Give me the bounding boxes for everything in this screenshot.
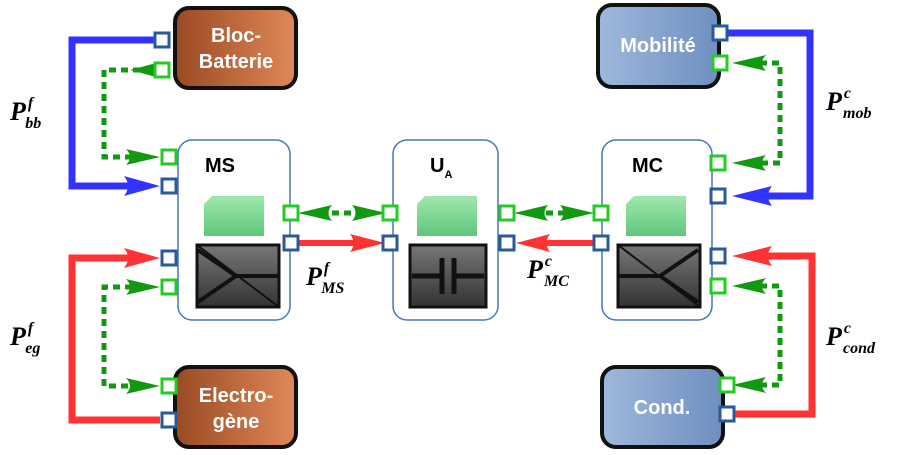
mc-dc-dc-icon bbox=[616, 243, 702, 309]
electrogene-label-line1: Electro- bbox=[199, 385, 273, 407]
mc-ua-control-port bbox=[592, 204, 610, 222]
ua-mc-energy-port bbox=[498, 234, 516, 252]
flow-lines bbox=[68, 29, 816, 424]
cond-energy-arrow bbox=[732, 246, 772, 266]
bb-energy-arrow bbox=[124, 176, 160, 196]
ua-mc-control-port bbox=[498, 204, 516, 222]
ms-bb-control-port bbox=[160, 148, 178, 166]
electrogene-label-line2: gène bbox=[213, 411, 260, 433]
cond-control-arrow-top bbox=[732, 278, 766, 294]
mobilite-label: Mobilité bbox=[620, 35, 696, 57]
ua-label-main: U bbox=[430, 155, 444, 177]
bloc-batterie-source: Bloc- Batterie bbox=[173, 6, 298, 90]
capacitor-icon bbox=[408, 243, 488, 309]
cond-source: Cond. bbox=[600, 365, 725, 449]
mob-energy-port bbox=[711, 24, 729, 42]
bb-control-arrow-bottom bbox=[126, 149, 160, 165]
mob-energy-line bbox=[728, 29, 814, 200]
ua-chip-icon bbox=[417, 196, 477, 236]
mob-energy-arrow bbox=[732, 186, 772, 206]
ms-ua-control-arrow-left bbox=[298, 205, 332, 221]
ua-ms-control-port bbox=[381, 204, 399, 222]
mc-label: MC bbox=[632, 155, 663, 177]
bb-energy-port bbox=[153, 31, 171, 49]
ua-ms-energy-port bbox=[381, 234, 399, 252]
bloc-batterie-label-line2: Batterie bbox=[199, 51, 273, 73]
ms-ua-control-port bbox=[282, 204, 300, 222]
ms-dc-dc-icon bbox=[195, 243, 281, 309]
ms-converter: MS bbox=[177, 139, 291, 321]
ports bbox=[153, 24, 736, 429]
cond-control-arrow-bottom bbox=[732, 377, 766, 393]
ua-mc-control-arrow-right bbox=[560, 205, 594, 221]
electrogene-source: Electro- gène bbox=[173, 365, 298, 449]
ms-label: MS bbox=[205, 155, 235, 177]
cond-control-port bbox=[718, 376, 736, 394]
eg-control-arrow-top bbox=[126, 279, 160, 295]
ua-converter: UA bbox=[392, 139, 499, 321]
cond-control-line bbox=[760, 283, 783, 388]
mc-converter: MC bbox=[601, 139, 713, 321]
cond-energy-line bbox=[728, 252, 816, 418]
bloc-batterie-label-line1: Bloc- bbox=[211, 25, 261, 47]
mc-ua-energy-arrow bbox=[516, 234, 550, 252]
eg-energy-arrow bbox=[124, 248, 160, 268]
ms-eg-control-port bbox=[160, 278, 178, 296]
eg-energy-port bbox=[160, 411, 178, 429]
ms-chip-icon bbox=[204, 196, 264, 236]
cond-energy-port bbox=[718, 405, 736, 423]
mc-cond-energy-port bbox=[709, 247, 727, 265]
eg-energy-line bbox=[68, 254, 160, 424]
mob-control-port bbox=[711, 54, 729, 72]
bb-control-port bbox=[153, 61, 171, 79]
ms-ua-energy-port bbox=[282, 234, 300, 252]
mc-cond-control-port bbox=[709, 277, 727, 295]
mob-control-arrow-top bbox=[732, 55, 766, 71]
mc-mob-control-port bbox=[709, 154, 727, 172]
ms-bb-energy-port bbox=[160, 177, 178, 195]
ms-ua-energy-arrow bbox=[350, 234, 385, 252]
mc-mob-energy-port bbox=[709, 187, 727, 205]
ua-mc-control-arrow-left bbox=[514, 205, 548, 221]
bb-energy-line bbox=[68, 36, 160, 190]
ms-eg-energy-port bbox=[160, 249, 178, 267]
eg-control-arrow-bottom bbox=[126, 378, 160, 394]
ua-label-sub: A bbox=[444, 169, 452, 181]
mobilite-source: Mobilité bbox=[596, 3, 721, 89]
eg-control-line bbox=[101, 284, 140, 389]
mc-chip-icon bbox=[626, 196, 686, 236]
cond-label: Cond. bbox=[634, 397, 691, 419]
mob-control-arrow-bottom bbox=[732, 155, 766, 171]
ua-label: UA bbox=[430, 155, 452, 181]
mc-ua-energy-port bbox=[592, 234, 610, 252]
ms-ua-control-arrow-right bbox=[352, 205, 386, 221]
bb-control-line bbox=[101, 67, 140, 160]
mob-control-line bbox=[760, 60, 783, 166]
bb-control-arrow-top bbox=[130, 62, 160, 78]
eg-control-port bbox=[160, 377, 178, 395]
